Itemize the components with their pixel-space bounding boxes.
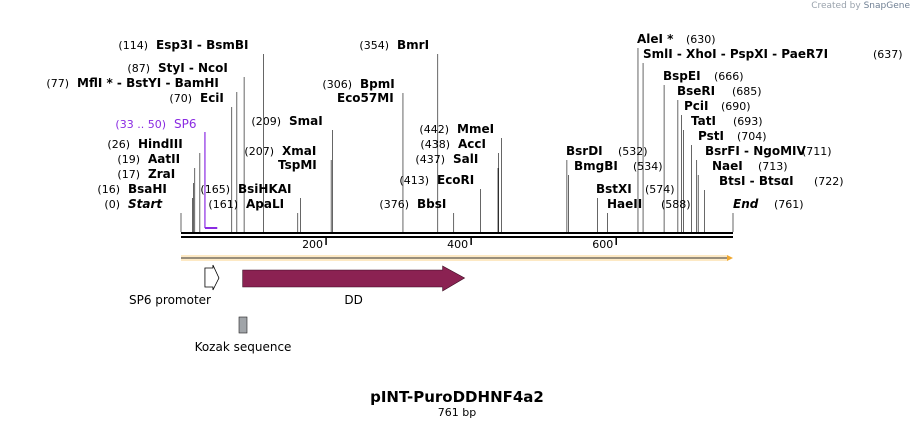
sequence-arrowhead (727, 255, 733, 261)
site-name: SmlI - XhoI - PspXI - PaeR7I (643, 47, 828, 61)
site-position: (722) (814, 175, 844, 188)
primer-name: SP6 (174, 117, 197, 131)
site-name: AccI (458, 137, 486, 151)
credit-prefix: Created by (811, 1, 861, 11)
site-position: (19) (117, 153, 140, 166)
site-name: End (733, 197, 759, 211)
site-name: Eco57MI (337, 91, 394, 105)
dd-feature-arrow (242, 265, 466, 292)
snapgene-brand: SnapGene (863, 1, 910, 11)
site-name: StyI - NcoI (158, 61, 228, 75)
site-position: (165) (200, 183, 230, 196)
site-name: Esp3I - BsmBI (156, 38, 248, 52)
site-name: ApaLI (246, 197, 284, 211)
site-position: (711) (802, 145, 832, 158)
site-position: (713) (758, 160, 788, 173)
site-position: (693) (733, 115, 763, 128)
site-position: (26) (107, 138, 130, 151)
site-name: HaeII (607, 197, 642, 211)
site-name: MmeI (457, 122, 494, 136)
site-position: (637) (873, 48, 903, 61)
site-name: BbsI (417, 197, 446, 211)
site-position: (666) (714, 70, 744, 83)
site-name: TspMI (278, 158, 317, 172)
site-name: PstI (698, 129, 724, 143)
site-name: BpmI (360, 77, 395, 91)
site-name: NaeI (712, 159, 743, 173)
site-position: (685) (732, 85, 762, 98)
site-name: BmrI (397, 38, 429, 52)
site-position: (0) (104, 198, 120, 211)
primer-range: (33 .. 50) (115, 118, 166, 131)
site-position: (704) (737, 130, 767, 143)
site-name: HindIII (138, 137, 183, 151)
ruler-tick-label: 400 (447, 238, 468, 251)
site-name: BsiHKAI (238, 182, 292, 196)
site-name: EciI (200, 91, 224, 105)
plasmid-size: 761 bp (437, 406, 477, 419)
kozak-label: Kozak sequence (195, 340, 292, 354)
site-name: ZraI (148, 167, 175, 181)
site-name: EcoRI (437, 173, 474, 187)
site-position: (438) (420, 138, 450, 151)
site-name: BtsI - BtsαI (719, 174, 794, 188)
site-position: (690) (721, 100, 751, 113)
site-name: BsrDI (566, 144, 603, 158)
dd-feature-label: DD (344, 293, 362, 307)
site-name: BmgBI (574, 159, 618, 173)
sp6-promoter-shape (204, 264, 220, 291)
site-position: (77) (46, 77, 69, 90)
site-position: (630) (686, 33, 716, 46)
ruler-tick-label: 200 (302, 238, 323, 251)
site-position: (306) (322, 78, 352, 91)
site-position: (437) (415, 153, 445, 166)
site-name: BspEI (663, 69, 701, 83)
site-position: (87) (127, 62, 150, 75)
site-name: BsrFI - NgoMIV (705, 144, 806, 158)
site-position: (413) (399, 174, 429, 187)
site-position: (532) (618, 145, 648, 158)
site-position: (17) (117, 168, 140, 181)
site-position: (207) (244, 145, 274, 158)
site-name: BsaHI (128, 182, 167, 196)
sp6-promoter-label: SP6 promoter (129, 293, 211, 307)
snapgene-credit: Created by SnapGene (811, 1, 910, 11)
site-name: AleI * (637, 32, 674, 46)
site-position: (574) (645, 183, 675, 196)
site-name: PciI (684, 99, 709, 113)
site-position: (70) (169, 92, 192, 105)
site-position: (354) (359, 39, 389, 52)
site-position: (761) (774, 198, 804, 211)
site-name: SalI (453, 152, 478, 166)
site-name: AatII (148, 152, 180, 166)
site-position: (209) (251, 115, 281, 128)
plasmid-name: pINT-PuroDDHNF4a2 (370, 388, 544, 406)
kozak-box (238, 316, 248, 334)
site-position: (161) (208, 198, 238, 211)
site-position: (442) (419, 123, 449, 136)
site-name: BseRI (677, 84, 715, 98)
site-name: XmaI (282, 144, 316, 158)
site-position: (114) (118, 39, 148, 52)
site-name: TatI (691, 114, 716, 128)
site-name: MflI * - BstYI - BamHI (77, 76, 219, 90)
site-name: SmaI (289, 114, 323, 128)
site-name: BstXI (596, 182, 632, 196)
site-position: (588) (661, 198, 691, 211)
site-position: (16) (97, 183, 120, 196)
site-name: Start (128, 197, 163, 211)
site-position: (534) (633, 160, 663, 173)
ruler-tick-label: 600 (592, 238, 613, 251)
site-position: (376) (379, 198, 409, 211)
